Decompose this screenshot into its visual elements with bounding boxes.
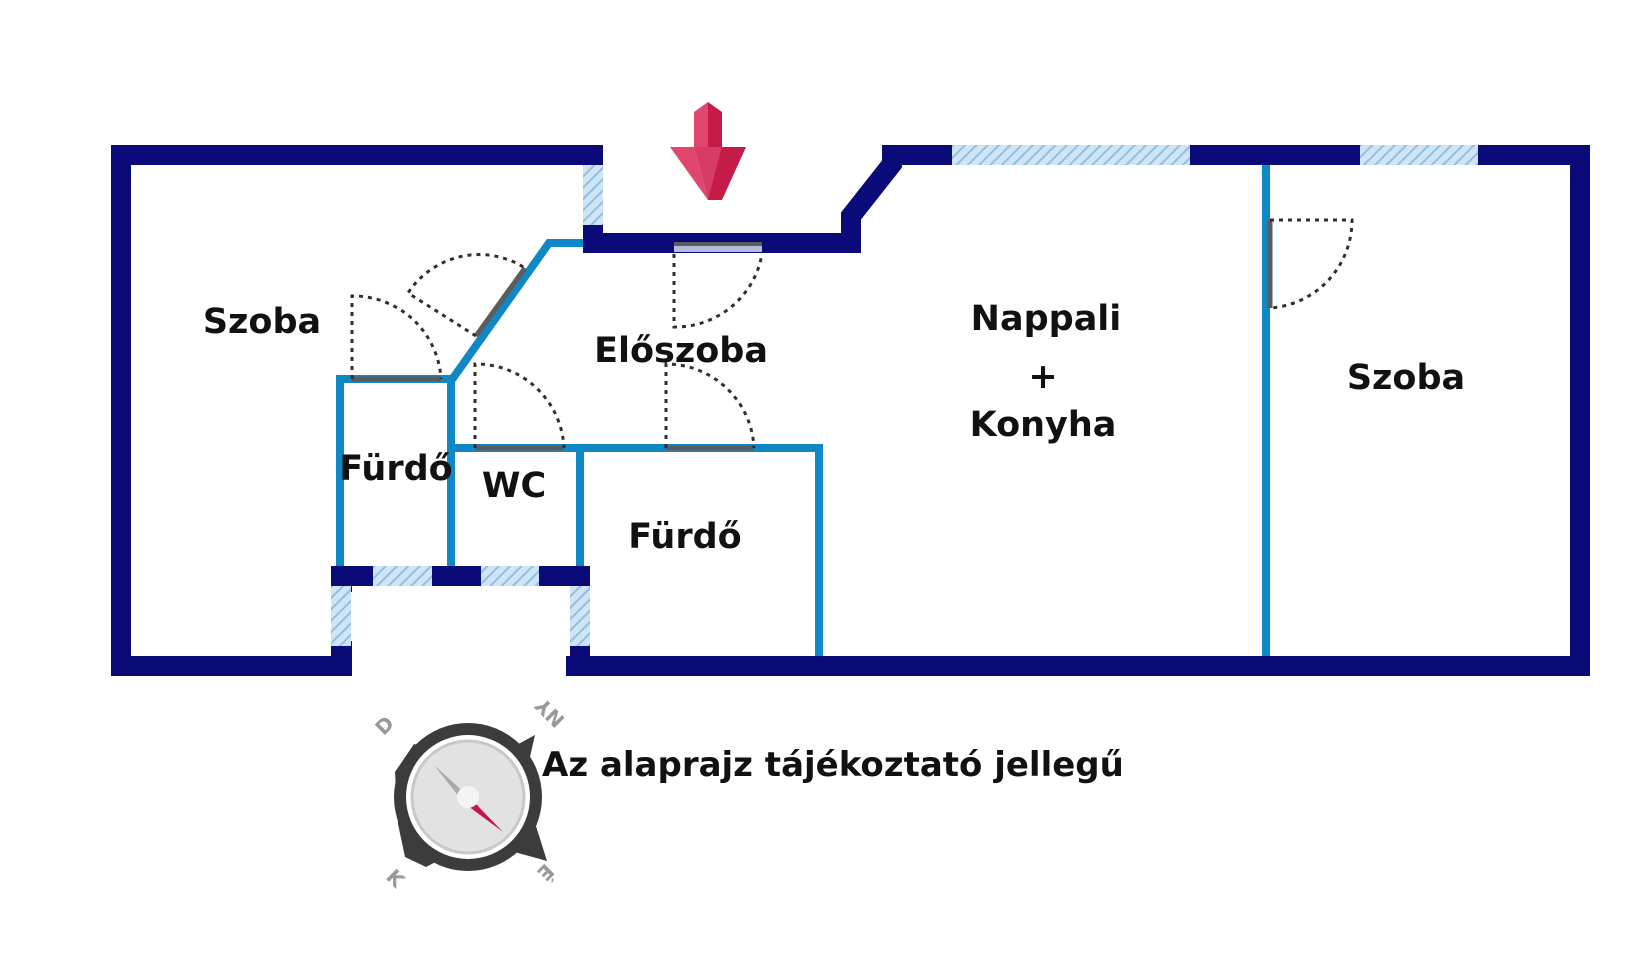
room-label-szoba-left: Szoba bbox=[203, 302, 321, 342]
compass-letter-k: K bbox=[381, 864, 410, 893]
room-label-furdo-large: Fürdő bbox=[628, 517, 741, 557]
door-entrance-swing bbox=[672, 253, 764, 329]
room-label-konyha: Konyha bbox=[970, 405, 1117, 445]
window-bay-left bbox=[331, 586, 351, 646]
wall-hall-diagonal bbox=[447, 239, 583, 384]
doors bbox=[350, 218, 1354, 451]
compass-letter-d: D bbox=[370, 711, 399, 740]
bay-post-right bbox=[570, 646, 590, 676]
window-top-szoba bbox=[1360, 145, 1478, 165]
compass-letter-ny: NY bbox=[530, 693, 569, 732]
room-label-wc: WC bbox=[482, 466, 546, 506]
room-labels: Szoba Előszoba Nappali + Konyha Szoba Fü… bbox=[203, 299, 1465, 557]
window-bay-right bbox=[570, 586, 590, 646]
door-furdo2-swing bbox=[664, 362, 756, 449]
wall-wc-top bbox=[451, 444, 823, 656]
window-bay-1 bbox=[373, 566, 432, 586]
bay-walls bbox=[331, 225, 603, 676]
bay-beam-3 bbox=[539, 566, 590, 586]
door-wc-swing bbox=[473, 362, 566, 449]
bay-beam-2 bbox=[432, 566, 481, 586]
window-bay-2 bbox=[481, 566, 539, 586]
door-szoba-left-leaf bbox=[473, 266, 528, 338]
disclaimer-note: Az alaprajz tájékoztató jellegű bbox=[542, 745, 1124, 785]
door-furdo1-swing bbox=[350, 294, 443, 380]
window-top-nappali bbox=[952, 145, 1190, 165]
entrance-arrow-icon bbox=[670, 102, 746, 200]
windows bbox=[331, 145, 1478, 646]
room-label-plus: + bbox=[1028, 357, 1057, 397]
entrance-top-cap bbox=[583, 225, 603, 253]
compass-letter-e: É bbox=[532, 859, 559, 886]
door-entrance-leaf bbox=[674, 242, 762, 252]
bay-post-left bbox=[331, 646, 351, 676]
window-entrance-side bbox=[583, 165, 603, 225]
room-label-nappali: Nappali bbox=[971, 299, 1122, 339]
door-szoba-left-swing bbox=[405, 253, 526, 338]
door-szoba-right-swing bbox=[1269, 218, 1354, 310]
wall-left-room bbox=[111, 145, 603, 676]
room-label-furdo-small: Fürdő bbox=[339, 449, 452, 489]
room-label-eloszoba: Előszoba bbox=[594, 331, 768, 371]
room-label-szoba-right: Szoba bbox=[1347, 358, 1465, 398]
compass-icon: D NY É K bbox=[370, 693, 569, 893]
bay-beam-1 bbox=[331, 566, 373, 586]
